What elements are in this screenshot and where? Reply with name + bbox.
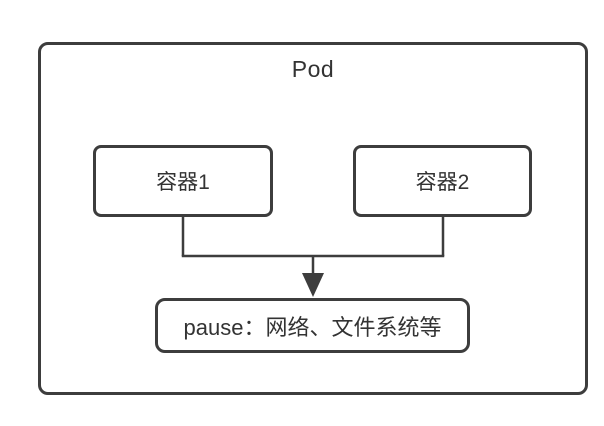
pod-boundary-box xyxy=(38,42,588,395)
node-container-2: 容器2 xyxy=(353,145,532,217)
node-pause: pause：网络、文件系统等 xyxy=(155,298,470,353)
node-container-1-label: 容器1 xyxy=(156,171,210,194)
node-pause-label: pause：网络、文件系统等 xyxy=(183,314,442,340)
node-container-2-label: 容器2 xyxy=(415,171,470,194)
node-container-1: 容器1 xyxy=(93,145,273,217)
pod-label: Pod xyxy=(291,56,335,82)
